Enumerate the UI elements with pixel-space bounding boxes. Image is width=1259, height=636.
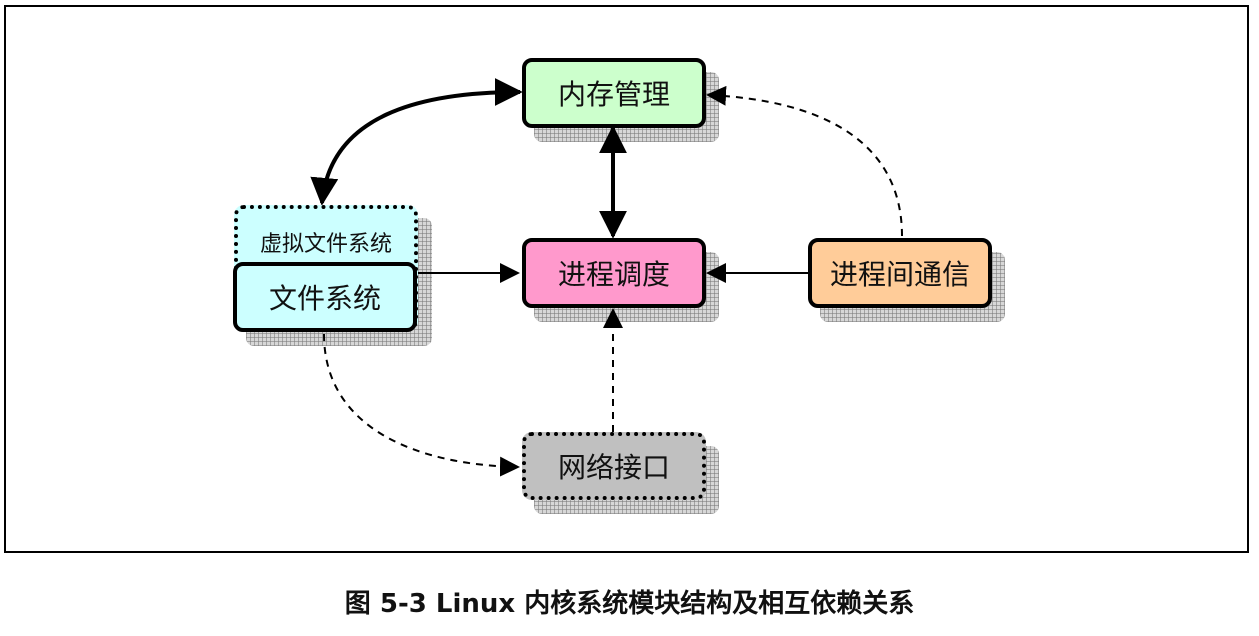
node-net: 网络接口 <box>522 432 706 500</box>
edge-ipc-memory <box>706 85 903 237</box>
node-net-label: 网络接口 <box>557 451 670 484</box>
figure-caption: 图 5-3 Linux 内核系统模块结构及相互依赖关系 <box>344 589 915 619</box>
diagram-frame <box>4 5 1249 553</box>
node-memory-label: 内存管理 <box>557 78 670 111</box>
node-scheduler: 进程调度 <box>522 238 706 308</box>
edge-memory-vfs <box>310 78 523 206</box>
node-scheduler-label: 进程调度 <box>557 258 670 291</box>
edge-fs-net <box>323 333 520 477</box>
node-ipc: 进程间通信 <box>808 238 992 308</box>
node-memory: 内存管理 <box>522 58 706 128</box>
node-vfs-label: 虚拟文件系统 <box>259 232 392 257</box>
node-ipc-label: 进程间通信 <box>829 258 970 291</box>
node-fs: 文件系统 <box>233 262 417 332</box>
node-fs-label: 文件系统 <box>268 282 381 315</box>
